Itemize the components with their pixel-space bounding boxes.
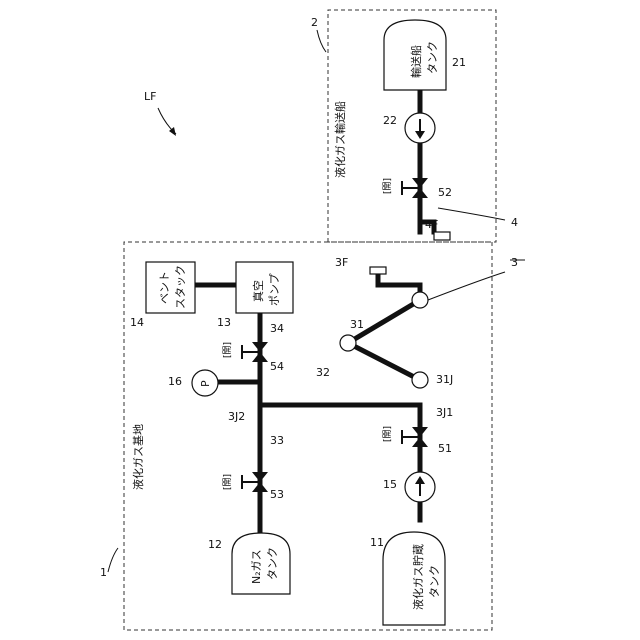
- ref-51: 51: [438, 442, 452, 455]
- ref-31: 31: [350, 318, 364, 331]
- joint-arm-elbow: [340, 335, 356, 351]
- ref-15: 15: [383, 478, 397, 491]
- vacuum-pump-label-2: ポンプ: [268, 273, 281, 306]
- leader-4: [438, 208, 505, 220]
- valve-53-state: [開]: [222, 474, 233, 490]
- vent-stack-label-1: ベント: [158, 271, 171, 304]
- leader-1: [108, 548, 118, 572]
- n2-tank-label-1: N₂ガス: [250, 549, 263, 584]
- ref-21: 21: [452, 56, 466, 69]
- lng-tank-label-1: 液化ガス貯蔵: [411, 544, 425, 610]
- flange-3f: [370, 267, 386, 274]
- ref-14: 14: [130, 316, 144, 329]
- ref-12: 12: [208, 538, 222, 551]
- ref-22: 22: [383, 114, 397, 127]
- flange-4f: [434, 232, 450, 240]
- ref-13: 13: [217, 316, 231, 329]
- ship-tank-label-1: 輸送船: [409, 45, 423, 78]
- lng-tank-label-2: タンク: [428, 565, 441, 598]
- ref-53: 53: [270, 488, 284, 501]
- ship-tank-label-2: タンク: [426, 41, 439, 74]
- ref-3f: 3F: [335, 256, 348, 269]
- ship-region-title: 液化ガス輸送船: [333, 101, 347, 178]
- vent-stack-label-2: スタック: [174, 265, 187, 309]
- ref-4f: 4F: [425, 218, 438, 231]
- ref-11: 11: [370, 536, 384, 549]
- loading-arm-31: [348, 300, 420, 380]
- vacuum-pump-label-1: 真空: [251, 280, 265, 302]
- valve-54-state: [開]: [222, 342, 233, 358]
- ref-32: 32: [316, 366, 330, 379]
- ref-16: 16: [168, 375, 182, 388]
- leader-3: [428, 272, 505, 300]
- ref-4: 4: [511, 216, 518, 229]
- base-region-title: 液化ガス基地: [131, 424, 145, 490]
- ref-3: 3: [511, 256, 518, 269]
- ref-2: 2: [311, 16, 318, 29]
- valve-51-state: [開]: [382, 426, 393, 442]
- ref-34: 34: [270, 322, 284, 335]
- valve-52-state: [開]: [382, 178, 393, 194]
- leader-2: [317, 30, 326, 52]
- ref-lf: LF: [144, 90, 156, 103]
- ref-54: 54: [270, 360, 284, 373]
- ref-1: 1: [100, 566, 107, 579]
- joint-arm-top: [412, 292, 428, 308]
- ref-3j2: 3J2: [228, 410, 245, 423]
- pressure-gauge-label: P: [199, 380, 212, 387]
- ref-33: 33: [270, 434, 284, 447]
- ref-52: 52: [438, 186, 452, 199]
- ref-3j1: 3J1: [436, 406, 453, 419]
- joint-31j: [412, 372, 428, 388]
- rotated-drawing: 液化ガス基地 液化ガス輸送船 液化ガス貯蔵 タンク N₂ガス タンク: [124, 10, 525, 630]
- n2-tank-label-2: タンク: [266, 547, 279, 580]
- ref-31j: 31J: [436, 373, 453, 386]
